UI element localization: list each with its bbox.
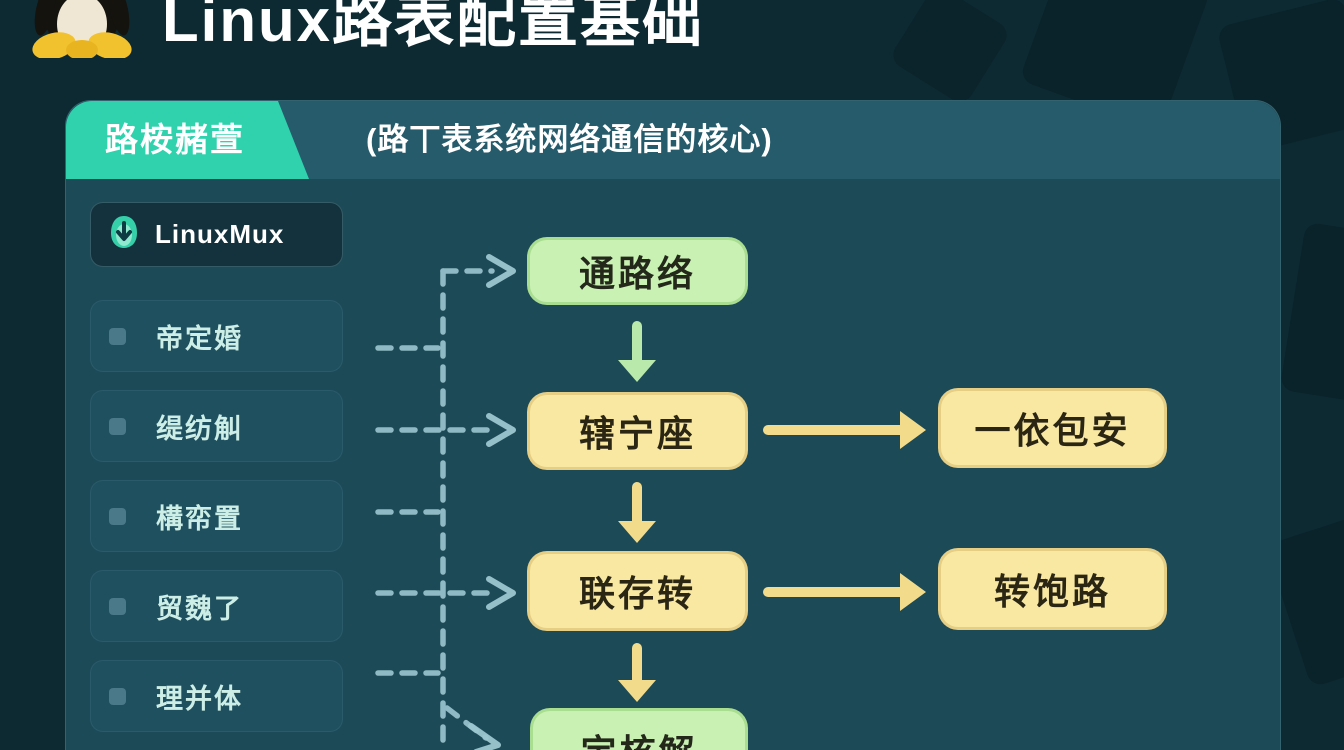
penguin-download-icon	[109, 215, 139, 254]
sidebar-item-label: 理并体	[156, 683, 243, 714]
sidebar-item-4[interactable]: 構帟置	[90, 480, 343, 552]
sidebar-item-6[interactable]: 理并体	[90, 660, 343, 732]
sidebar-item-label: 缇纺觓	[156, 413, 243, 444]
square-bullet-icon	[109, 687, 126, 705]
flow-node-label: 一依包安	[974, 410, 1131, 451]
flow-node-4: 定核解	[530, 708, 748, 750]
sidebar-item-5[interactable]: 贸魏了	[90, 570, 343, 642]
sidebar-item-label: LinuxMux	[155, 219, 285, 249]
flow-node-label: 联存转	[578, 573, 696, 614]
flow-node-label: 定核解	[580, 724, 697, 750]
sidebar-item-label: 帝定婚	[156, 323, 243, 354]
flow-node-1: 通路络	[527, 237, 748, 305]
sidebar-item-linuxmux[interactable]: LinuxMux	[90, 202, 343, 267]
flow-node-3: 联存转	[527, 551, 748, 631]
tab-route-config[interactable]	[66, 101, 309, 179]
tux-penguin-logo-icon	[30, 0, 134, 60]
square-bullet-icon	[109, 417, 126, 435]
flow-node-label: 辖宁座	[578, 413, 696, 454]
card-subtitle: (路丅表系统网络通信的核心)	[366, 122, 773, 157]
square-bullet-icon	[109, 597, 126, 615]
sidebar-item-3[interactable]: 缇纺觓	[90, 390, 343, 462]
square-bullet-icon	[109, 327, 126, 345]
sidebar-item-label: 贸魏了	[156, 593, 243, 624]
card-header: 路桉赭萱 (路丅表系统网络通信的核心)	[66, 101, 1280, 179]
flow-side-node-2: 转饱路	[938, 548, 1167, 630]
background-polygon	[887, 0, 1013, 108]
sidebar-item-label: 構帟置	[156, 503, 243, 534]
square-bullet-icon	[109, 507, 126, 525]
background-polygon	[1279, 221, 1344, 409]
flow-side-node-1: 一依包安	[938, 388, 1167, 468]
flow-node-label: 通路络	[578, 253, 696, 294]
tab-label: 路桉赭萱	[105, 121, 245, 158]
flow-node-label: 转饱路	[993, 571, 1111, 612]
page-title: Linux路表配置基础	[162, 0, 704, 54]
flow-node-2: 辖宁座	[527, 392, 748, 470]
sidebar-item-2[interactable]: 帝定婚	[90, 300, 343, 372]
